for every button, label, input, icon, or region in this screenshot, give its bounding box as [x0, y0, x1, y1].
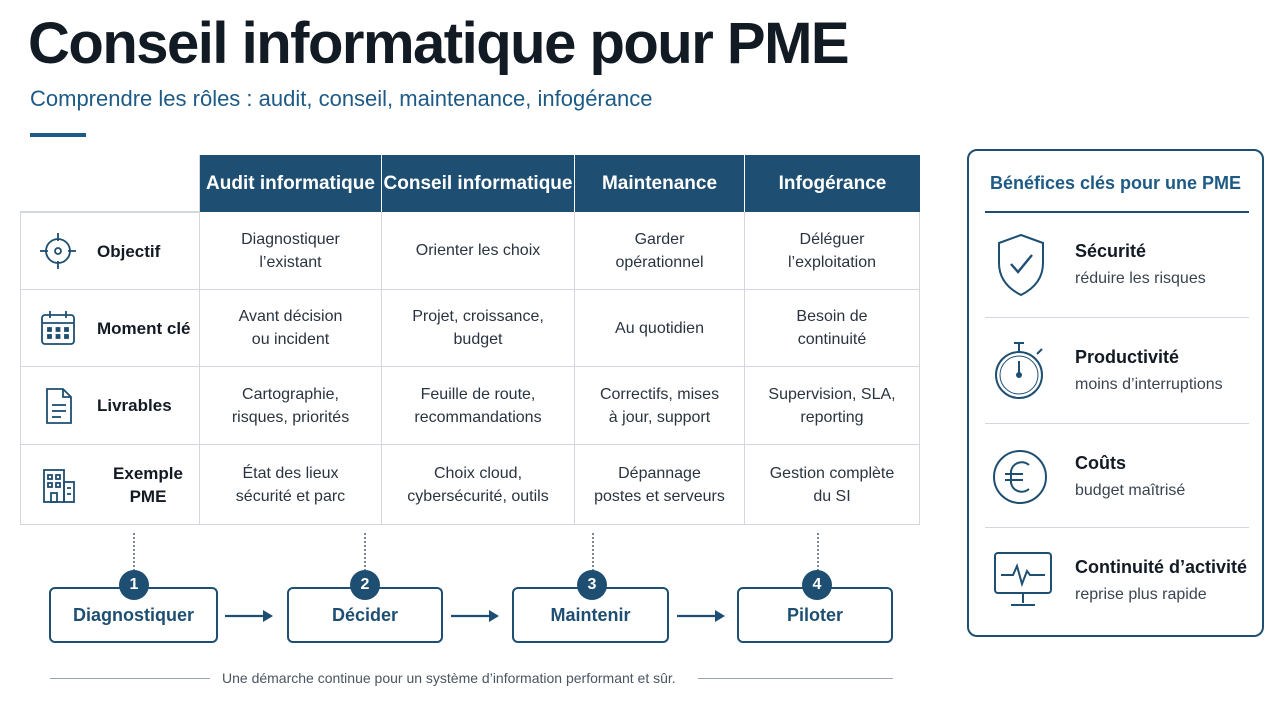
- table-cell: État des lieux sécurité et parc: [200, 445, 382, 525]
- page-title: Conseil informatique pour PME: [28, 11, 850, 76]
- dotted-connector: [364, 533, 366, 571]
- column-header-audit: Audit informatique: [200, 155, 382, 212]
- document-icon: [46, 387, 72, 424]
- footnote-rule: [698, 678, 893, 679]
- step-label: Maintenir: [550, 604, 631, 625]
- euro-icon: [993, 450, 1047, 504]
- step-label: Décider: [331, 604, 399, 625]
- table-cell: Supervision, SLA, reporting: [745, 367, 920, 445]
- step-badge: 2: [350, 570, 380, 600]
- row-label-livrables: Livrables: [20, 367, 200, 445]
- benefit-divider: [985, 423, 1249, 424]
- benefit-securite: Sécurité réduire les risques: [985, 215, 1249, 321]
- row-label-objectif: Objectif: [20, 212, 200, 290]
- table-cell: Feuille de route, recommandations: [382, 367, 575, 445]
- step-badge: 1: [119, 570, 149, 600]
- footnote-rule: [50, 678, 210, 679]
- page-subtitle: Comprendre les rôles : audit, conseil, m…: [30, 86, 653, 111]
- title-underline: [30, 133, 86, 137]
- benefit-divider: [985, 317, 1249, 318]
- dotted-connector: [133, 533, 135, 571]
- table-cell: Diagnostiquer l’existant: [200, 212, 382, 290]
- comparison-table: Audit informatique Conseil informatique …: [20, 155, 920, 525]
- row-label-text: Moment clé: [97, 318, 191, 338]
- table-cell: Gestion complète du SI: [745, 445, 920, 525]
- row-label-text: Exemple PME: [113, 463, 183, 506]
- table-cell: Dépannage postes et serveurs: [575, 445, 745, 525]
- benefit-continuite: Continuité d’activité reprise plus rapid…: [985, 531, 1249, 637]
- benefit-name: Productivité: [1075, 347, 1180, 367]
- arrow-right-icon: [677, 610, 725, 622]
- table-cell: Au quotidien: [575, 290, 745, 367]
- table-cell: Avant décision ou incident: [200, 290, 382, 367]
- table-cell: Cartographie, risques, priorités: [200, 367, 382, 445]
- row-label-text: Livrables: [97, 396, 172, 415]
- column-header-maintenance: Maintenance: [575, 155, 745, 212]
- stopwatch-icon: [995, 342, 1043, 399]
- table-cell: Déléguer l’exploitation: [745, 212, 920, 290]
- benefit-name: Continuité d’activité: [1075, 557, 1248, 577]
- benefits-panel: Bénéfices clés pour une PME Sécurité réd…: [967, 149, 1264, 637]
- benefit-desc: réduire les risques: [1075, 270, 1206, 287]
- dotted-connector: [817, 533, 819, 571]
- table-corner: [20, 155, 200, 212]
- benefit-name: Coûts: [1075, 453, 1126, 473]
- table-cell: Besoin de continuité: [745, 290, 920, 367]
- benefits-title: Bénéfices clés pour une PME: [989, 173, 1242, 193]
- table-cell: Projet, croissance, budget: [382, 290, 575, 367]
- table-cell: Orienter les choix: [382, 212, 575, 290]
- monitor-pulse-icon: [994, 552, 1052, 606]
- benefit-desc: moins d’interruptions: [1075, 376, 1223, 393]
- benefits-title-rule: [985, 211, 1249, 213]
- step-badge: 3: [577, 570, 607, 600]
- benefit-couts: Coûts budget maîtrisé: [985, 427, 1249, 533]
- arrow-right-icon: [451, 610, 499, 622]
- table-cell: Choix cloud, cybersécurité, outils: [382, 445, 575, 525]
- step-badge: 4: [802, 570, 832, 600]
- column-header-conseil: Conseil informatique: [382, 155, 575, 212]
- column-header-infogerance: Infogérance: [745, 155, 920, 212]
- benefit-desc: budget maîtrisé: [1075, 482, 1186, 499]
- target-icon: [40, 233, 76, 269]
- benefit-name: Sécurité: [1075, 241, 1147, 261]
- arrow-right-icon: [225, 610, 273, 622]
- calendar-icon: [41, 311, 75, 345]
- row-label-text: Objectif: [97, 241, 161, 261]
- dotted-connector: [592, 533, 594, 571]
- table-cell: Correctifs, mises à jour, support: [575, 367, 745, 445]
- benefit-divider: [985, 527, 1249, 528]
- step-label: Diagnostiquer: [72, 604, 194, 625]
- row-label-exemple: Exemple PME: [20, 445, 200, 525]
- step-label: Piloter: [786, 604, 843, 625]
- building-icon: [43, 468, 75, 503]
- footnote: Une démarche continue pour un système d’…: [222, 670, 676, 686]
- table-cell: Garder opérationnel: [575, 212, 745, 290]
- shield-check-icon: [998, 233, 1044, 297]
- row-label-moment: Moment clé: [20, 290, 200, 367]
- benefit-productivite: Productivité moins d’interruptions: [985, 321, 1249, 427]
- benefit-desc: reprise plus rapide: [1075, 586, 1207, 603]
